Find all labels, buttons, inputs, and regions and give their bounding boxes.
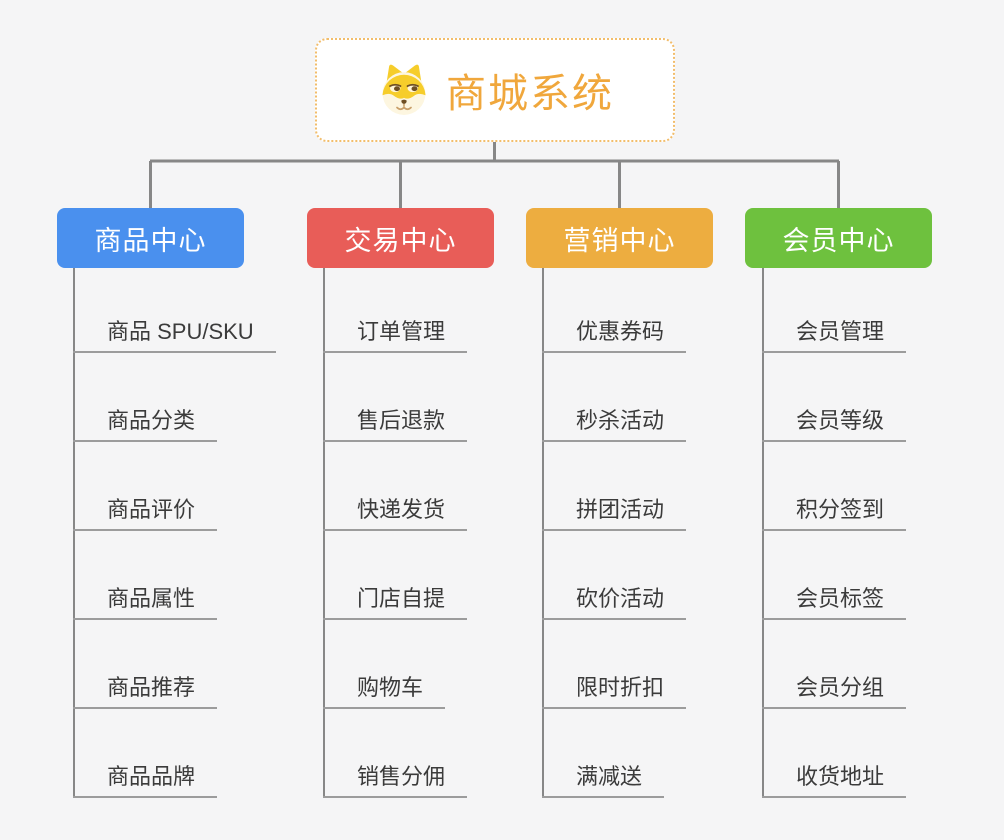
leaf-node[interactable]: 商品 SPU/SKU (73, 313, 276, 353)
branch-label: 交易中心 (344, 225, 457, 256)
leaf-node[interactable]: 门店自提 (323, 580, 468, 620)
leaf-node[interactable]: 秒杀活动 (542, 402, 687, 442)
branch-box-marketing-center[interactable]: 营销中心 (526, 208, 713, 268)
leaf-node[interactable]: 限时折扣 (542, 669, 687, 709)
leaf-node[interactable]: 会员分组 (762, 669, 907, 709)
leaf-column-trade-center: 订单管理 售后退款 快递发货 门店自提 购物车 销售分佣 (323, 268, 468, 798)
root-node[interactable]: 商城系统 (315, 38, 675, 142)
leaf-node[interactable]: 购物车 (323, 669, 446, 709)
leaf-column-marketing-center: 优惠券码 秒杀活动 拼团活动 砍价活动 限时折扣 满减送 (542, 268, 687, 798)
leaf-node[interactable]: 销售分佣 (323, 758, 468, 798)
branch-box-product-center[interactable]: 商品中心 (57, 208, 244, 268)
leaf-node[interactable]: 会员管理 (762, 313, 907, 353)
leaf-column-product-center: 商品 SPU/SKU 商品分类 商品评价 商品属性 商品推荐 商品品牌 (73, 268, 276, 798)
branch-label: 会员中心 (782, 225, 895, 256)
leaf-node[interactable]: 会员标签 (762, 580, 907, 620)
branch-box-member-center[interactable]: 会员中心 (745, 208, 932, 268)
branch-box-trade-center[interactable]: 交易中心 (307, 208, 494, 268)
leaf-node[interactable]: 优惠券码 (542, 313, 687, 353)
leaf-node[interactable]: 商品评价 (73, 491, 218, 531)
leaf-column-member-center: 会员管理 会员等级 积分签到 会员标签 会员分组 收货地址 (762, 268, 907, 798)
leaf-node[interactable]: 积分签到 (762, 491, 907, 531)
leaf-node[interactable]: 满减送 (542, 758, 665, 798)
leaf-node[interactable]: 会员等级 (762, 402, 907, 442)
leaf-node[interactable]: 售后退款 (323, 402, 468, 442)
leaf-node[interactable]: 收货地址 (762, 758, 907, 798)
leaf-node[interactable]: 快递发货 (323, 491, 468, 531)
branch-label: 商品中心 (94, 225, 207, 256)
leaf-node[interactable]: 砍价活动 (542, 580, 687, 620)
leaf-node[interactable]: 商品分类 (73, 402, 218, 442)
leaf-node[interactable]: 商品属性 (73, 580, 218, 620)
leaf-node[interactable]: 订单管理 (323, 313, 468, 353)
leaf-node[interactable]: 商品品牌 (73, 758, 218, 798)
root-title: 商城系统 (446, 72, 614, 116)
leaf-node[interactable]: 商品推荐 (73, 669, 218, 709)
branch-label: 营销中心 (563, 225, 676, 256)
shiba-dog-icon (382, 64, 426, 115)
leaf-node[interactable]: 拼团活动 (542, 491, 687, 531)
